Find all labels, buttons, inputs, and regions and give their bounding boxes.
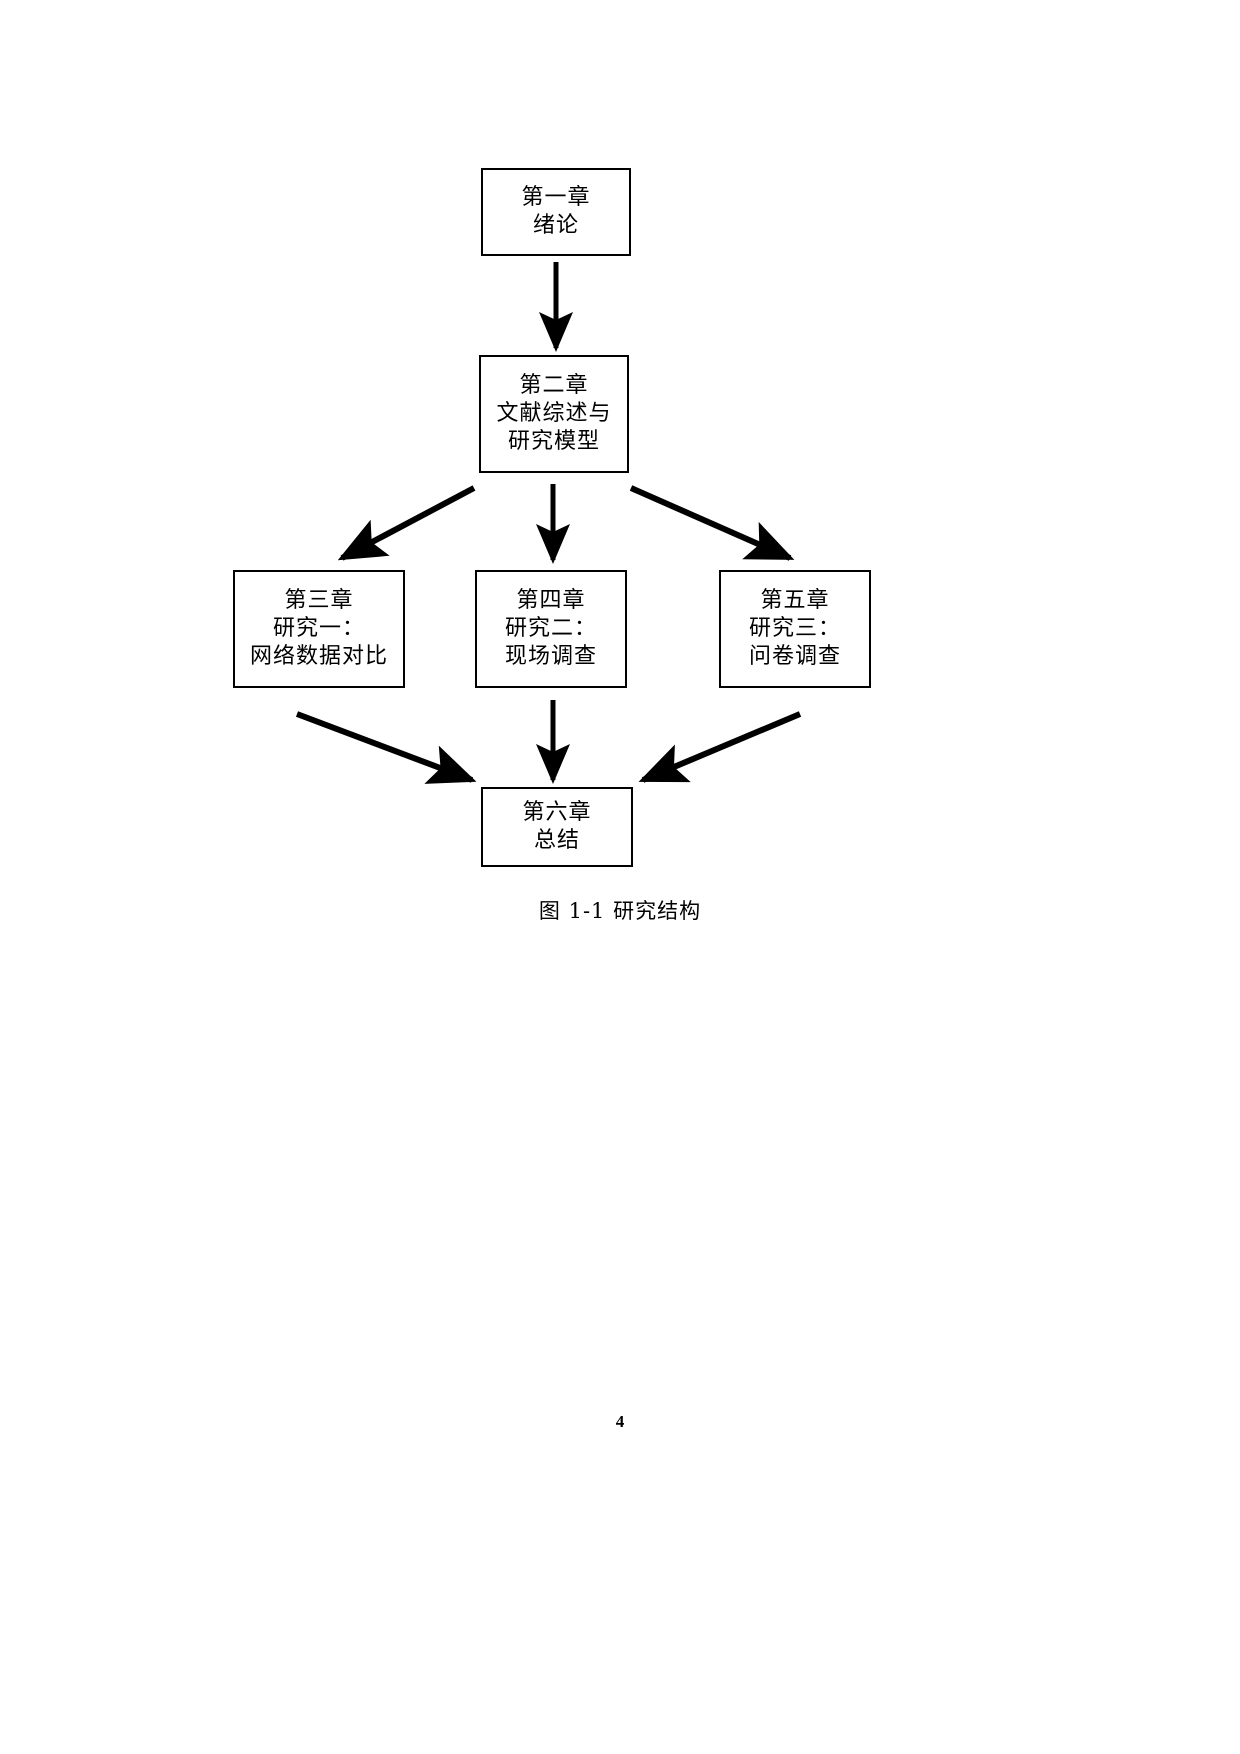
node-line-subtitle: 文献综述与 [496,401,612,426]
research-structure-flowchart: 第一章 绪论 第二章 文献综述与 研究模型 第三章 研究一： 网络数据对比 第四… [233,168,871,867]
node-line-title: 第二章 [519,373,589,398]
node-line-subtitle: 研究二： [504,616,597,641]
node-line-detail: 问卷调查 [748,644,841,669]
node-line-title: 第五章 [760,588,830,613]
node-line-detail: 研究模型 [507,429,600,454]
node-line-subtitle: 绪论 [532,213,579,238]
edge-chapter5-to-chapter6 [638,711,802,783]
node-line-subtitle: 研究三： [748,616,841,641]
node-line-title: 第三章 [284,588,354,613]
figure-caption: 图 1-1 研究结构 [538,899,702,923]
flowchart-node-chapter-3[interactable]: 第三章 研究一： 网络数据对比 [233,570,405,688]
flowchart-node-chapter-2[interactable]: 第二章 文献综述与 研究模型 [479,355,629,473]
flowchart-node-chapter-4[interactable]: 第四章 研究二： 现场调查 [475,570,627,688]
node-line-subtitle: 研究一： [272,616,365,641]
edge-chapter3-to-chapter6 [295,711,477,784]
node-line-title: 第四章 [516,588,586,613]
flowchart-node-chapter-6[interactable]: 第六章 总结 [481,787,633,867]
flowchart-node-chapter-5[interactable]: 第五章 研究三： 问卷调查 [719,570,871,688]
page-number: 4 [615,1412,625,1431]
node-line-subtitle: 总结 [533,828,580,853]
flowchart-node-chapter-1[interactable]: 第一章 绪论 [481,168,631,256]
node-line-title: 第六章 [522,800,592,825]
node-line-detail: 现场调查 [504,644,597,669]
edge-chapter2-to-chapter3 [337,485,476,561]
node-line-title: 第一章 [521,185,591,210]
edge-chapter2-to-chapter5 [629,485,795,561]
node-line-detail: 网络数据对比 [249,644,388,669]
